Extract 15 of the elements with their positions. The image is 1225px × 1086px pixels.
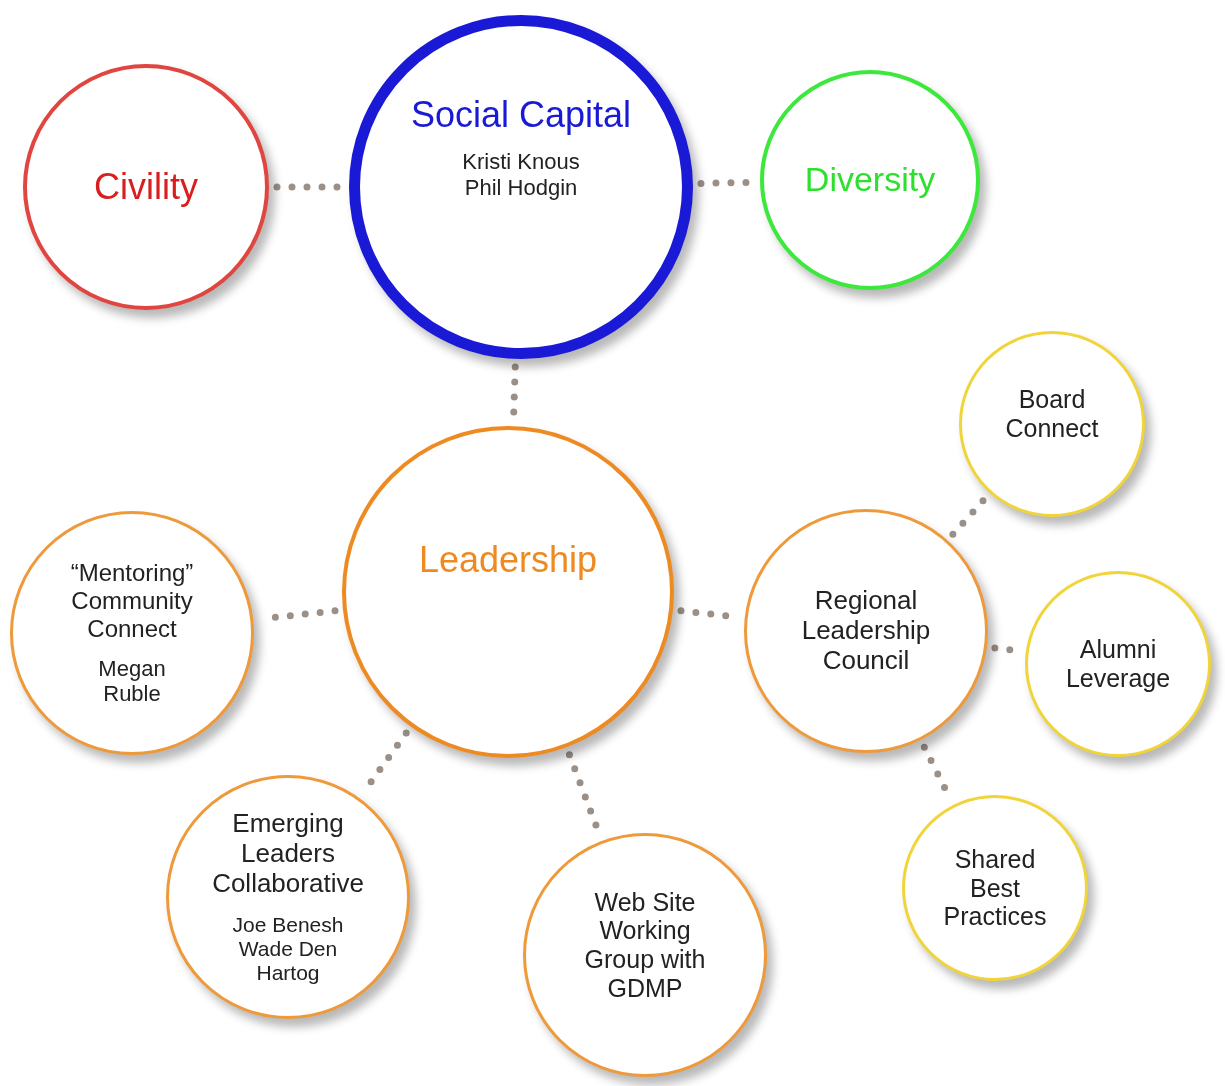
circle-title: Web Site Working Group with GDMP xyxy=(583,887,707,1003)
circle-title: Social Capital xyxy=(410,94,632,136)
circle-title: Board Connect xyxy=(1004,385,1100,443)
circle-title: Civility xyxy=(94,166,198,208)
circle-title: Shared Best Practices xyxy=(942,844,1048,932)
person-names: Megan Ruble xyxy=(97,656,167,707)
person-names: Kristi Knous Phil Hodgin xyxy=(461,149,581,200)
circle-title: Emerging Leaders Collaborative xyxy=(211,808,365,899)
circle-title: Alumni Leverage xyxy=(1064,635,1172,693)
circle-title: Regional Leadership Council xyxy=(800,586,932,676)
person-names: Joe Benesh Wade Den Hartog xyxy=(231,912,345,986)
circle-title: “Mentoring” Community Connect xyxy=(69,559,195,643)
dotted-connector xyxy=(949,495,988,538)
circle-title: Diversity xyxy=(804,160,936,200)
circle-title: Leadership xyxy=(418,539,598,581)
